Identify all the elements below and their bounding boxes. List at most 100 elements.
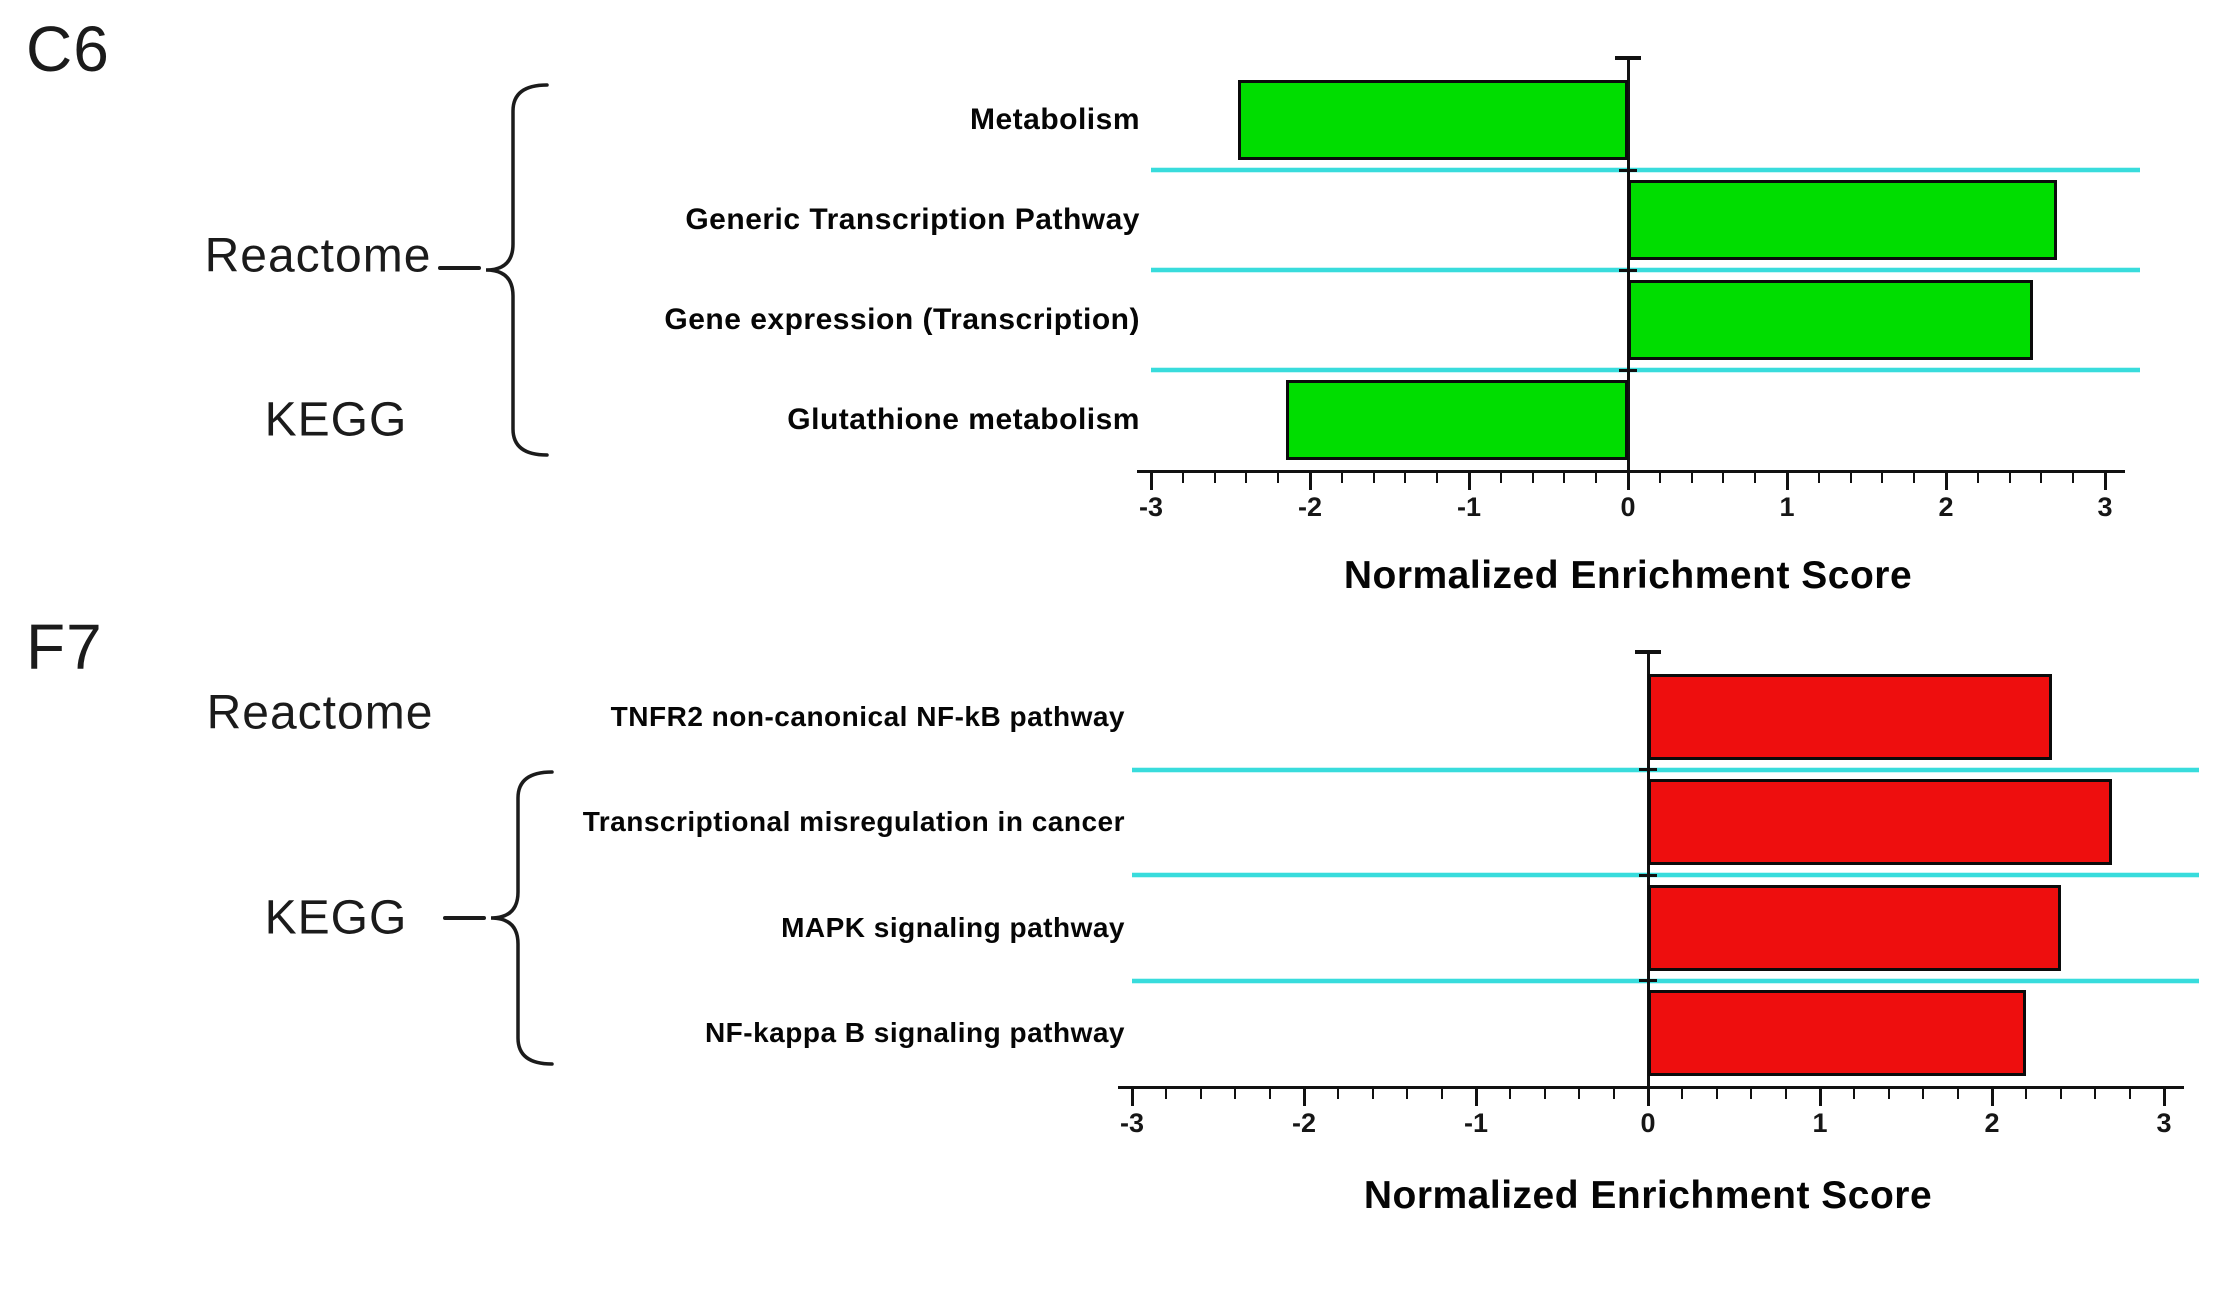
row-separator-line bbox=[1132, 767, 2199, 772]
bar-tnfr2-non-canonical-nf-kb-pathway bbox=[1648, 673, 2053, 760]
x-axis-minor-tick bbox=[2128, 1086, 2131, 1099]
zero-axis-line bbox=[1626, 58, 1630, 470]
reactome-brace-c6 bbox=[485, 83, 549, 457]
kegg-brace-f7 bbox=[490, 770, 554, 1066]
zero-axis-row-tick bbox=[1619, 368, 1637, 372]
x-axis-line bbox=[1137, 470, 2125, 473]
zero-axis-cap-tick bbox=[1615, 56, 1641, 60]
row-separator-line bbox=[1151, 168, 2140, 172]
x-axis-major-tick bbox=[1990, 1086, 1994, 1106]
x-axis-minor-tick bbox=[1849, 470, 1852, 483]
category-label-generic-transcription-pathway: Generic Transcription Pathway bbox=[685, 203, 1140, 236]
x-axis-major-tick bbox=[1818, 1086, 1822, 1106]
x-tick-label-1: -2 bbox=[1291, 1108, 1317, 1138]
x-axis-minor-tick bbox=[1436, 470, 1439, 483]
x-axis-minor-tick bbox=[1499, 470, 1502, 483]
x-axis-minor-tick bbox=[1165, 1086, 1168, 1099]
group-label-reactome-c6: Reactome bbox=[204, 229, 432, 283]
x-axis-minor-tick bbox=[1853, 1086, 1856, 1099]
x-axis-minor-tick bbox=[2072, 470, 2075, 483]
brace-path bbox=[490, 770, 554, 1066]
x-axis-minor-tick bbox=[1658, 470, 1661, 483]
x-axis-major-tick bbox=[1130, 1086, 1134, 1106]
x-tick-label-5: 2 bbox=[1938, 492, 1954, 522]
x-axis-minor-tick bbox=[1543, 1086, 1546, 1099]
x-axis-line bbox=[1118, 1086, 2184, 1089]
category-label-mapk-signaling-pathway: MAPK signaling pathway bbox=[781, 911, 1125, 943]
x-axis-minor-tick bbox=[1234, 1086, 1237, 1099]
x-axis-minor-tick bbox=[1784, 1086, 1787, 1099]
x-axis-major-tick bbox=[1308, 470, 1312, 490]
group-connector-dash-c6 bbox=[438, 266, 481, 270]
x-axis-major-tick bbox=[1785, 470, 1789, 490]
x-tick-label-6: 3 bbox=[2097, 492, 2113, 522]
bar-mapk-signaling-pathway bbox=[1648, 884, 2061, 971]
zero-axis-row-tick bbox=[1639, 768, 1657, 771]
group-label-kegg-c6: KEGG bbox=[264, 393, 408, 447]
x-axis-minor-tick bbox=[1268, 1086, 1271, 1099]
bar-metabolism bbox=[1238, 80, 1628, 160]
x-tick-label-0: -3 bbox=[1119, 1108, 1145, 1138]
x-axis-minor-tick bbox=[2059, 1086, 2062, 1099]
x-axis-title-f7: Normalized Enrichment Score bbox=[1363, 1174, 1933, 1217]
x-axis-minor-tick bbox=[1722, 470, 1725, 483]
x-axis-minor-tick bbox=[1199, 1086, 1202, 1099]
brace-path bbox=[485, 83, 549, 457]
bar-generic-transcription-pathway bbox=[1628, 180, 2058, 260]
x-axis-minor-tick bbox=[1754, 470, 1757, 483]
x-axis-minor-tick bbox=[1181, 470, 1184, 483]
x-axis-minor-tick bbox=[1277, 470, 1280, 483]
x-axis-major-tick bbox=[2103, 470, 2107, 490]
x-tick-label-1: -2 bbox=[1297, 492, 1323, 522]
x-tick-label-2: -1 bbox=[1456, 492, 1482, 522]
x-axis-minor-tick bbox=[2008, 470, 2011, 483]
x-tick-label-3: 0 bbox=[1620, 492, 1636, 522]
x-axis-major-tick bbox=[1474, 1086, 1478, 1106]
x-axis-minor-tick bbox=[1440, 1086, 1443, 1099]
x-axis-title-c6: Normalized Enrichment Score bbox=[1343, 554, 1913, 597]
group-connector-dash-f7 bbox=[443, 916, 486, 920]
group-label-reactome-f7: Reactome bbox=[206, 686, 434, 740]
x-tick-label-0: -3 bbox=[1138, 492, 1164, 522]
x-axis-minor-tick bbox=[1340, 470, 1343, 483]
category-label-glutathione-metabolism: Glutathione metabolism bbox=[787, 403, 1140, 436]
x-axis-minor-tick bbox=[1406, 1086, 1409, 1099]
x-axis-minor-tick bbox=[1913, 470, 1916, 483]
panel-label-f7: F7 bbox=[26, 611, 103, 683]
x-axis-minor-tick bbox=[2025, 1086, 2028, 1099]
row-separator-line bbox=[1132, 873, 2199, 877]
zero-axis-row-tick bbox=[1639, 873, 1657, 877]
bar-nf-kappa-b-signaling-pathway bbox=[1648, 990, 2027, 1077]
category-label-transcriptional-misregulation-in-cancer: Transcriptional misregulation in cancer bbox=[582, 806, 1125, 838]
x-axis-minor-tick bbox=[1750, 1086, 1753, 1099]
zero-axis-row-tick bbox=[1619, 268, 1637, 272]
x-axis-minor-tick bbox=[1563, 470, 1566, 483]
x-axis-major-tick bbox=[1646, 1086, 1650, 1106]
category-label-nf-kappa-b-signaling-pathway: NF-kappa B signaling pathway bbox=[704, 1017, 1125, 1049]
x-axis-minor-tick bbox=[2040, 470, 2043, 483]
category-label-gene-expression-transcription: Gene expression (Transcription) bbox=[664, 303, 1140, 336]
x-tick-label-6: 3 bbox=[2156, 1108, 2172, 1138]
x-axis-major-tick bbox=[1467, 470, 1471, 490]
bar-gene-expression-transcription bbox=[1628, 280, 2034, 360]
x-axis-major-tick bbox=[1944, 470, 1948, 490]
category-label-tnfr2-non-canonical-nf-kb-pathway: TNFR2 non-canonical NF-kB pathway bbox=[610, 700, 1125, 732]
row-separator-line bbox=[1132, 978, 2199, 983]
x-axis-minor-tick bbox=[1337, 1086, 1340, 1099]
x-axis-minor-tick bbox=[1690, 470, 1693, 483]
x-tick-label-4: 1 bbox=[1779, 492, 1795, 522]
panel-label-c6: C6 bbox=[26, 13, 110, 85]
zero-axis-row-tick bbox=[1619, 168, 1637, 172]
x-axis-minor-tick bbox=[1531, 470, 1534, 483]
x-axis-minor-tick bbox=[1887, 1086, 1890, 1099]
x-axis-minor-tick bbox=[1922, 1086, 1925, 1099]
x-axis-minor-tick bbox=[1881, 470, 1884, 483]
x-axis-minor-tick bbox=[1681, 1086, 1684, 1099]
category-label-metabolism: Metabolism bbox=[969, 103, 1140, 136]
x-axis-minor-tick bbox=[1245, 470, 1248, 483]
zero-axis-line bbox=[1646, 652, 1650, 1086]
zero-axis-row-tick bbox=[1639, 979, 1657, 982]
x-axis-major-tick bbox=[2162, 1086, 2166, 1106]
x-axis-minor-tick bbox=[1595, 470, 1598, 483]
bar-transcriptional-misregulation-in-cancer bbox=[1648, 779, 2113, 866]
